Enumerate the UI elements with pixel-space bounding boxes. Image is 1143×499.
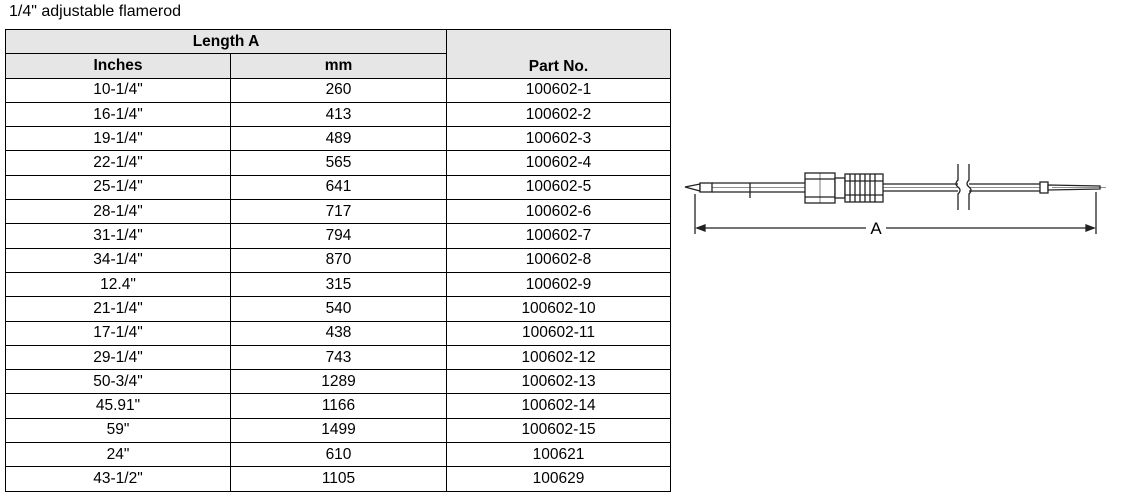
inches-cell: 19-1/4" [5, 126, 231, 152]
inches-cell: 25-1/4" [5, 174, 231, 201]
inches-cell: 34-1/4" [5, 247, 231, 273]
part-no-cell: 100629 [446, 466, 671, 492]
mm-cell: 413 [230, 101, 447, 128]
part-no-cell: 100602-7 [446, 223, 671, 249]
mm-cell: 1499 [230, 417, 447, 444]
mm-cell: 717 [230, 199, 447, 225]
inches-cell: 28-1/4" [5, 199, 231, 225]
inches-cell: 12.4" [5, 271, 231, 298]
part-no-cell: 100602-8 [446, 247, 671, 273]
mm-cell: 540 [230, 296, 447, 322]
mm-cell: 260 [230, 77, 447, 103]
mm-cell: 438 [230, 320, 447, 346]
table-group-header-row: Length A Part No. [5, 28, 671, 79]
mm-cell: 610 [230, 442, 447, 468]
mm-cell: 565 [230, 150, 447, 176]
inches-cell: 24" [5, 442, 231, 468]
part-no-cell: 100602-15 [446, 417, 671, 444]
length-a-header: Length A [5, 28, 447, 55]
mm-cell: 1105 [230, 466, 447, 492]
inches-cell: 31-1/4" [5, 223, 231, 249]
part-no-cell: 100602-1 [446, 77, 671, 103]
inches-cell: 45.91" [5, 393, 231, 419]
part-no-cell: 100602-14 [446, 393, 671, 419]
mm-cell: 870 [230, 247, 447, 273]
part-no-header: Part No. [446, 29, 671, 79]
part-no-cell: 100602-5 [446, 174, 671, 201]
part-no-cell: 100602-13 [446, 369, 671, 395]
page-title: 1/4" adjustable flamerod [9, 3, 182, 20]
inches-cell: 22-1/4" [5, 150, 231, 176]
part-no-cell: 100602-4 [446, 150, 671, 176]
inches-cell: 21-1/4" [5, 296, 231, 322]
mm-cell: 489 [230, 126, 447, 152]
mm-cell: 315 [230, 271, 447, 298]
mm-cell: 743 [230, 344, 447, 371]
part-no-cell: 100602-9 [446, 271, 671, 298]
part-no-cell: 100621 [446, 442, 671, 468]
part-no-cell: 100602-12 [446, 344, 671, 371]
inches-cell: 17-1/4" [5, 320, 231, 346]
part-no-cell: 100602-6 [446, 199, 671, 225]
mm-cell: 1166 [230, 393, 447, 419]
part-no-cell: 100602-10 [446, 296, 671, 322]
part-no-cell: 100602-2 [446, 101, 671, 128]
dimension-a-label: A [870, 219, 882, 238]
inches-cell: 59" [5, 417, 231, 444]
part-no-cell: 100602-3 [446, 126, 671, 152]
flamerod-diagram: A [684, 164, 1106, 238]
mm-cell: 641 [230, 174, 447, 201]
inches-cell: 16-1/4" [5, 101, 231, 128]
inches-cell: 10-1/4" [5, 77, 231, 103]
inches-cell: 29-1/4" [5, 344, 231, 371]
part-no-cell: 100602-11 [446, 320, 671, 346]
mm-cell: 1289 [230, 369, 447, 395]
table-column-header-row: Inches mm [5, 53, 671, 79]
inches-cell: 43-1/2" [5, 466, 231, 492]
inches-header: Inches [5, 53, 231, 79]
mm-cell: 794 [230, 223, 447, 249]
inches-cell: 50-3/4" [5, 369, 231, 395]
mm-header: mm [230, 53, 447, 79]
